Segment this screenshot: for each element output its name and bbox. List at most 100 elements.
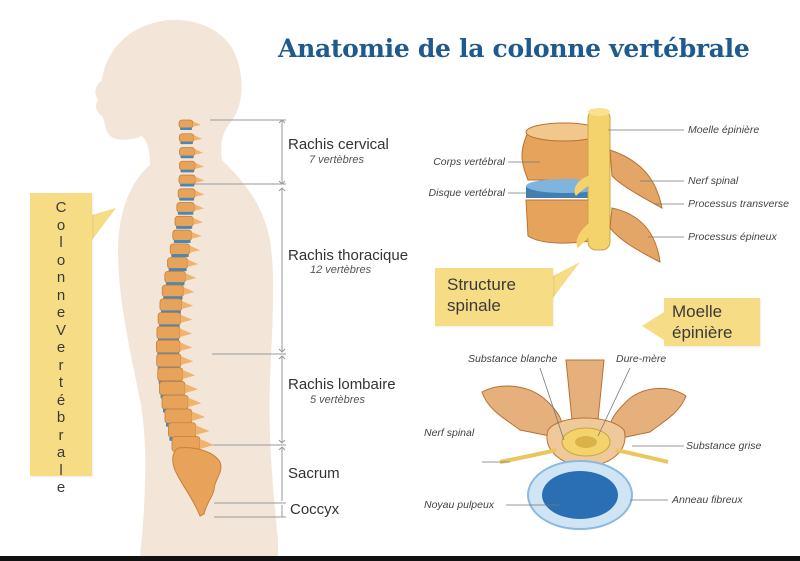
intervertebral-disc	[168, 268, 187, 272]
region-thoracic-count: 12 vertèbres	[310, 264, 372, 276]
vertebra-process	[191, 411, 206, 421]
intervertebral-disc	[165, 282, 185, 286]
callout-moelle-epiniere: Moelle épinière	[688, 124, 760, 136]
structure-spinale-tag: Structure spinale	[435, 268, 553, 326]
callout-nerf-spinal-section: Nerf spinal	[424, 427, 475, 439]
vertebra-body	[157, 367, 184, 382]
spine-column	[156, 119, 222, 517]
intervertebral-disc	[171, 254, 189, 258]
vertebra-body	[159, 298, 183, 312]
callout-processus-epineux: Processus épineux	[688, 231, 777, 243]
region-lumbar-count: 5 vertèbres	[310, 394, 366, 406]
callout-nerf-spinal-top: Nerf spinal	[688, 175, 739, 187]
intervertebral-disc	[177, 211, 194, 215]
intervertebral-disc	[179, 197, 195, 201]
moelle-tag-line-1: Moelle	[672, 302, 723, 321]
moelle-tag-line-2: épinière	[672, 323, 733, 342]
vertebra-body	[161, 394, 189, 410]
vertebra-process	[185, 273, 197, 281]
vertebra-process	[195, 190, 205, 197]
vertical-tag-letter: r	[58, 356, 64, 374]
vertebra-process	[193, 121, 201, 127]
vertebra-process	[188, 397, 202, 407]
intervertebral-disc	[180, 141, 193, 145]
vertebra-body	[177, 188, 196, 199]
vertical-tag-letter: e	[56, 479, 66, 496]
vertical-tag-letter: V	[55, 321, 66, 339]
vertical-tag-letter: e	[56, 304, 66, 321]
vertebra-process	[191, 231, 202, 239]
vertebra-process	[180, 328, 192, 337]
callout-substance-grise: Substance grise	[686, 440, 762, 452]
vertebra-process	[194, 148, 204, 155]
vertical-tag-letter: C	[55, 199, 67, 216]
vertebra-process	[185, 383, 199, 393]
callout-noyau-pulpeux: Noyau pulpeux	[424, 499, 495, 511]
vertebra-process	[180, 342, 193, 351]
callout-anneau-fibreux: Anneau fibreux	[672, 494, 743, 506]
vertebra-body	[169, 243, 191, 255]
moelle-tag-pointer	[642, 312, 664, 340]
vertebra-body	[157, 312, 182, 326]
callout-substance-blanche: Substance blanche	[468, 353, 558, 365]
callout-disque-vertebral: Disque vertébral	[428, 187, 505, 199]
structure-tag-pointer	[553, 262, 580, 298]
vertebra-body	[179, 147, 196, 157]
intervertebral-disc	[175, 225, 193, 229]
moelle-epiniere-tag: Moelle épinière	[664, 298, 760, 346]
vertebra-process	[189, 245, 201, 253]
vertebra-body	[156, 326, 181, 340]
vertebra-process	[187, 259, 199, 267]
vertebra-process	[193, 218, 204, 225]
vertical-tag-letter: l	[59, 461, 63, 479]
structure-tag-line-2: spinale	[447, 296, 501, 315]
region-sacrum-label: Sacrum	[288, 465, 340, 482]
vertical-tag-letter: r	[58, 426, 64, 444]
vertebra-process	[200, 439, 214, 449]
vertebra-process	[180, 314, 193, 323]
region-lumbar-label: Rachis lombaire	[288, 376, 396, 393]
vertebra-body	[159, 381, 186, 396]
vertebra-process	[181, 356, 194, 365]
vertical-tag-letter: o	[56, 251, 66, 269]
vertebra-body	[164, 270, 186, 284]
bottom-border	[0, 556, 800, 561]
body-silhouette	[95, 19, 278, 556]
vertebra-process	[193, 135, 203, 141]
page-title: Anatomie de la colonne vertébrale	[278, 34, 750, 63]
vertebra-body	[164, 408, 193, 424]
vertical-tag-letter: e	[56, 339, 66, 356]
vertebra-process	[195, 425, 210, 435]
region-cervical-label: Rachis cervical	[288, 136, 389, 153]
structure-tag-line-1: Structure	[447, 275, 516, 294]
vertebra-structure-illustration	[521, 108, 663, 263]
intervertebral-disc	[173, 240, 191, 244]
intervertebral-disc	[180, 183, 195, 187]
vertebra-body	[172, 229, 193, 241]
vertebra-process	[183, 287, 195, 295]
region-cervical-count: 7 vertèbres	[309, 154, 365, 166]
intervertebral-disc	[180, 127, 192, 130]
vertebra-body	[156, 353, 182, 368]
vertebra-body	[176, 202, 195, 213]
vertical-tag-letter: a	[56, 444, 66, 461]
sacrum-shape	[172, 447, 222, 517]
vertebra-body	[167, 257, 189, 270]
vertebra-body	[179, 160, 196, 171]
callout-dure-mere: Dure-mère	[616, 353, 667, 365]
vertebra-process	[182, 369, 196, 379]
vertical-tag-letter: n	[56, 286, 66, 304]
vertical-tag-letter: é	[56, 391, 66, 409]
intervertebral-disc	[180, 155, 194, 159]
vertebra-body	[156, 339, 181, 354]
vertebra-process	[194, 204, 205, 211]
vertebra-body	[178, 119, 194, 129]
callout-corps-vertebral: Corps vertébral	[433, 156, 505, 168]
vertebra-process	[195, 162, 205, 169]
intervertebral-disc	[180, 169, 195, 173]
vertebra-body	[178, 133, 195, 143]
region-coccyx-label: Coccyx	[290, 501, 340, 518]
